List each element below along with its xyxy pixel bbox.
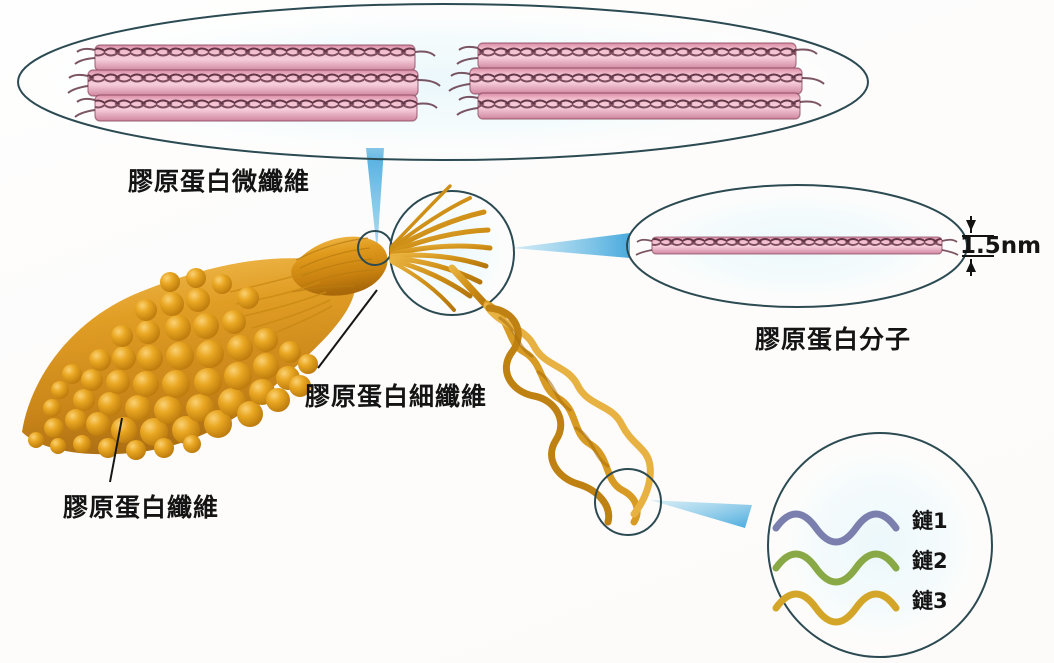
label-chain-1: 鏈1 xyxy=(912,509,948,533)
chains-callout xyxy=(767,432,993,658)
fibril-callout xyxy=(389,184,515,316)
dimension-indicator xyxy=(962,216,994,276)
connector-molecule xyxy=(512,233,630,258)
connector-microfibril xyxy=(366,148,384,252)
leader-lines xyxy=(109,289,378,483)
microfibril-callout xyxy=(17,3,869,161)
molecule-callout xyxy=(626,184,994,308)
label-fiber: 膠原蛋白纖維 xyxy=(63,493,220,522)
collagen-fiber-bundle xyxy=(22,236,388,460)
collagen-molecule-rod xyxy=(635,236,959,256)
leader-fiber xyxy=(109,417,123,483)
label-chain-3: 鏈3 xyxy=(912,589,948,613)
fiber-bead-cluster xyxy=(28,268,318,460)
label-microfibril: 膠原蛋白微纖維 xyxy=(128,167,311,196)
microfibril-rod-group-b xyxy=(448,42,825,120)
helix-marker-circle xyxy=(594,468,662,536)
splayed-strands xyxy=(389,184,493,312)
chain-3-wave xyxy=(772,590,900,626)
label-dimension: 1.5nm xyxy=(960,233,1042,259)
connector-chains xyxy=(650,500,752,528)
leader-fibril xyxy=(317,289,378,369)
chain-2-wave xyxy=(772,550,900,586)
connector-wedges xyxy=(366,148,752,528)
label-fibril: 膠原蛋白細纖維 xyxy=(305,382,488,411)
chain-1-wave xyxy=(772,510,900,546)
microfibril-rod-group-a xyxy=(67,44,441,122)
label-molecule: 膠原蛋白分子 xyxy=(755,325,912,354)
label-chain-2: 鏈2 xyxy=(912,549,948,573)
chain-waves xyxy=(772,510,900,626)
triple-helix-braid xyxy=(448,264,654,526)
